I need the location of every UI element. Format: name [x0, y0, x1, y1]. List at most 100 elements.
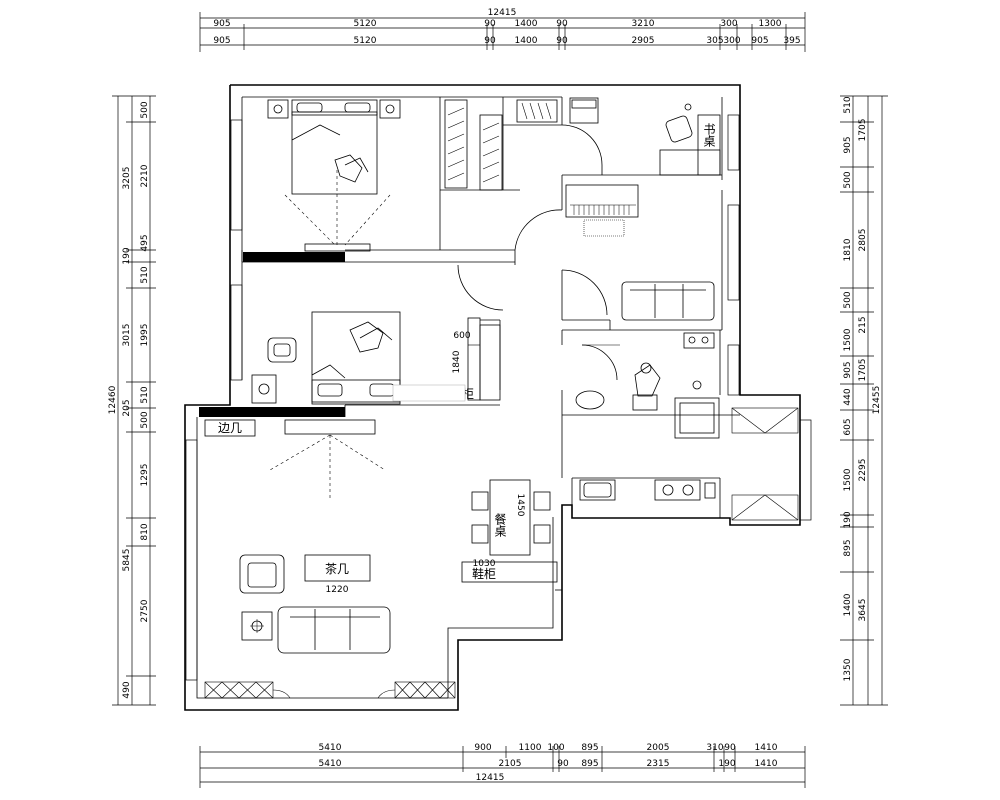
- cooktop: [654, 479, 701, 501]
- coffee-table-size: 1220: [326, 585, 349, 595]
- right-dim: 440: [843, 388, 853, 405]
- right-dim: 605: [843, 418, 853, 435]
- shoe-cabinet-size: 1030: [473, 559, 496, 569]
- piano-room: [565, 184, 715, 349]
- top-dim: 905: [751, 36, 768, 46]
- left-total-dim: 12460: [108, 385, 118, 414]
- bottom-dim: 190: [718, 759, 735, 769]
- dining-table-label: 餐桌: [493, 512, 507, 538]
- right-dim: 500: [843, 171, 853, 188]
- left-dim: 810: [140, 523, 150, 540]
- left-dim: 495: [140, 234, 150, 251]
- left-dim: 510: [140, 386, 150, 403]
- top-dim: 905: [213, 36, 230, 46]
- master-bedroom: [267, 99, 401, 252]
- coffee-table: [304, 554, 371, 582]
- bathroom: [575, 362, 702, 411]
- right-dim: 2295: [858, 459, 868, 482]
- armchair: [239, 554, 285, 594]
- left-dim: 500: [140, 101, 150, 118]
- left-dim: 3205: [122, 167, 132, 190]
- bottom-dim: 90: [557, 759, 569, 769]
- right-dim: 895: [843, 539, 853, 556]
- right-dim: 1400: [843, 593, 853, 616]
- dining-table-size: 1450: [515, 494, 525, 517]
- right-dim: 500: [843, 291, 853, 308]
- top-dim: 5120: [354, 19, 377, 29]
- top-total-dim: 12415: [488, 8, 517, 18]
- right-total-dim: 12455: [872, 386, 882, 415]
- sofa-bed: [621, 281, 715, 321]
- top-dim: 1400: [515, 36, 538, 46]
- right-dim: 215: [858, 316, 868, 333]
- top-dim: 3210: [632, 19, 655, 29]
- top-dim: 2905: [632, 36, 655, 46]
- right-dim: 1810: [843, 238, 853, 261]
- right-dim: 190: [843, 511, 853, 528]
- dimension-right: 510 905 500 1810 500 1500 905 440 605 15…: [840, 95, 888, 706]
- wall-segment-solid: [243, 252, 345, 262]
- exterior-walls: [184, 84, 801, 711]
- left-dim: 1995: [140, 324, 150, 347]
- left-dim: 2750: [140, 599, 150, 622]
- bottom-dim: 2005: [647, 743, 670, 753]
- right-dim: 1500: [843, 328, 853, 351]
- fridge: [674, 397, 720, 439]
- top-dim: 90: [484, 19, 496, 29]
- bottom-dim: 310: [706, 743, 723, 753]
- left-dim: 190: [122, 247, 132, 264]
- walk-in-closet: [444, 99, 558, 191]
- cabinet: [683, 332, 715, 349]
- top-dim: 1300: [759, 19, 782, 29]
- piano: [565, 184, 639, 218]
- kitchen: [579, 397, 720, 501]
- nightstand: [251, 374, 277, 404]
- sofa: [277, 606, 391, 654]
- top-dim: 90: [556, 19, 568, 29]
- bottom-dim: 2315: [647, 759, 670, 769]
- dining-chair: [471, 524, 489, 544]
- side-table: [241, 611, 273, 641]
- desk: [659, 149, 721, 176]
- left-dim: 1295: [140, 464, 150, 487]
- bottom-dim: 1410: [755, 743, 778, 753]
- right-dim: 2805: [858, 229, 868, 252]
- bottom-dim: 100: [547, 743, 564, 753]
- living-dining: 边几 茶几 1220 餐桌 1450 鞋柜 1030: [204, 419, 558, 699]
- doors: [457, 124, 620, 381]
- top-dim: 90: [556, 36, 568, 46]
- right-dim: 905: [843, 361, 853, 378]
- right-dim: 1500: [843, 468, 853, 491]
- wardrobe-width: 600: [453, 331, 470, 341]
- toilet: [634, 364, 661, 397]
- left-dim: 490: [122, 681, 132, 698]
- right-dim: 905: [843, 136, 853, 153]
- bottom-dim: 5410: [319, 759, 342, 769]
- double-bed: [291, 111, 378, 195]
- kitchen-sink: [579, 479, 616, 501]
- desk-chair: [665, 115, 693, 143]
- desk-label: 书桌: [702, 123, 716, 148]
- coffee-table-label: 茶几: [325, 561, 349, 576]
- left-dim: 205: [122, 399, 132, 416]
- tv-cabinet: [284, 419, 376, 435]
- dimension-left: 12460 3205 190 3015 205 5845 490 500 221…: [108, 95, 156, 706]
- dining-chair: [533, 491, 551, 511]
- left-dim: 5845: [122, 549, 132, 572]
- top-dim: 300: [720, 19, 737, 29]
- bottom-dim: 895: [581, 743, 598, 753]
- chair: [267, 337, 297, 363]
- dining-chair: [471, 491, 489, 511]
- top-dim: 5120: [354, 36, 377, 46]
- right-dim: 3645: [858, 599, 868, 622]
- bottom-dim: 90: [724, 743, 736, 753]
- bottom-dim: 900: [474, 743, 491, 753]
- top-dim: 905: [213, 19, 230, 29]
- top-dim: 395: [783, 36, 800, 46]
- left-dim: 2210: [140, 164, 150, 187]
- bottom-total-dim: 12415: [476, 773, 505, 783]
- top-dim: 1400: [515, 19, 538, 29]
- top-dim: 300: [723, 36, 740, 46]
- right-dim: 1350: [843, 658, 853, 681]
